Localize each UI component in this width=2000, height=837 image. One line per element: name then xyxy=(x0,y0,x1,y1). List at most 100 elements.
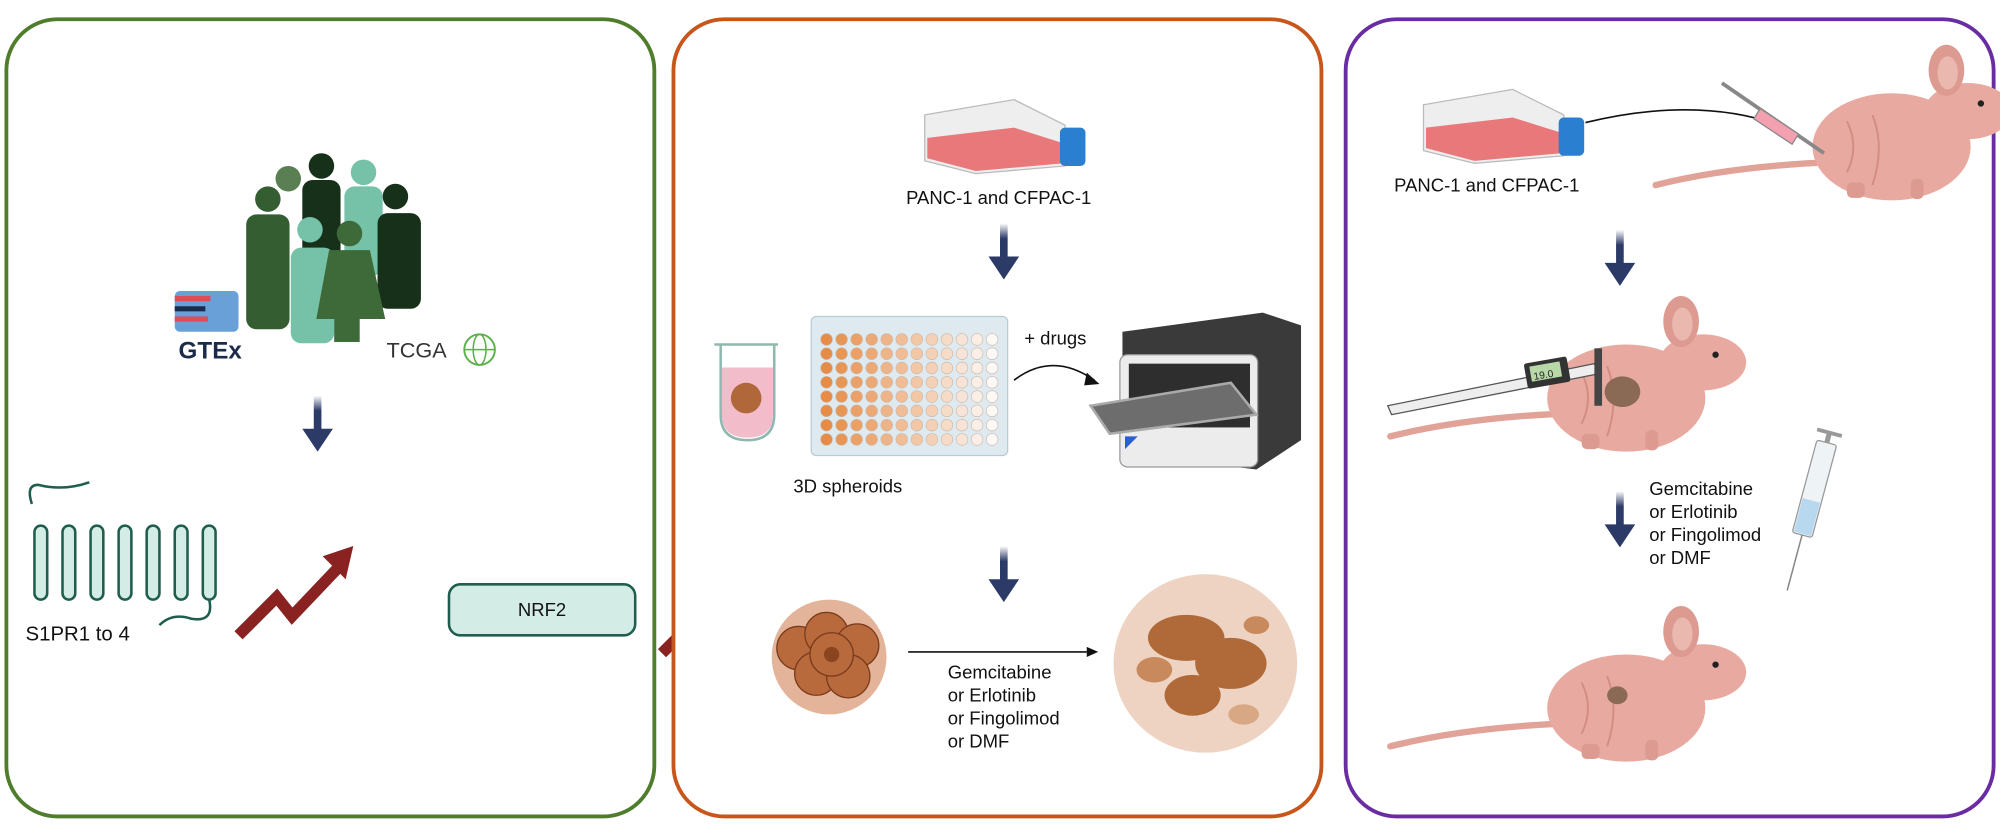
nrf2-label: NRF2 xyxy=(518,599,566,620)
plate-well xyxy=(955,418,969,432)
plate-well xyxy=(850,433,863,446)
treatment-item: Gemcitabine xyxy=(948,662,1052,683)
plate-well xyxy=(865,404,878,418)
plate-well xyxy=(820,333,833,346)
plate-well xyxy=(970,333,984,346)
treatment-list: Gemcitabine or Erlotinib or Fingolimod o… xyxy=(948,662,1065,752)
cell-lines-label: PANC-1 and CFPAC-1 xyxy=(1394,174,1579,195)
plate-well xyxy=(925,404,939,418)
plate-well xyxy=(850,347,863,360)
syringe-icon xyxy=(1720,81,1826,155)
caliper-reading: 19.0 xyxy=(1533,369,1555,383)
spheroid-tube-icon xyxy=(714,343,779,442)
gtex-logo: GTEx xyxy=(174,290,243,365)
spheroid-icon xyxy=(771,599,887,715)
tumor-icon xyxy=(1604,376,1641,408)
gpcr-receptor-icon xyxy=(28,481,217,627)
treatment-item: or Erlotinib xyxy=(1649,501,1737,522)
plate-well xyxy=(850,418,863,432)
plate-well xyxy=(910,390,924,403)
plate-well xyxy=(835,376,848,389)
spheroids-label: 3D spheroids xyxy=(793,475,902,496)
treatment-item: or Erlotinib xyxy=(948,685,1036,706)
treatment-item: or Fingolimod xyxy=(948,708,1060,729)
plate-well xyxy=(835,333,848,346)
plate-well xyxy=(865,333,878,346)
plate-well xyxy=(865,361,878,375)
plate-well xyxy=(985,390,999,403)
plate-well xyxy=(925,390,939,403)
curved-arrow-icon xyxy=(1013,364,1095,381)
plate-well xyxy=(820,433,833,446)
plate-well xyxy=(925,376,939,389)
plate-well xyxy=(835,361,848,375)
plate-well xyxy=(910,361,924,375)
gtex-text: GTEx xyxy=(179,338,243,365)
plate-well xyxy=(955,390,969,403)
treatment-item: or Fingolimod xyxy=(1649,524,1761,545)
plate-well xyxy=(895,390,908,403)
treatment-item: Gemcitabine xyxy=(1649,478,1753,499)
plate-well xyxy=(985,433,999,446)
plate-well xyxy=(985,361,999,375)
plate-well xyxy=(835,347,848,360)
tcga-logo: TCGA xyxy=(386,333,496,366)
plate-well xyxy=(925,418,939,432)
plate-well xyxy=(955,347,969,360)
plate-well xyxy=(925,433,939,446)
plate-well xyxy=(895,361,908,375)
plate-well xyxy=(835,418,848,432)
syringe-icon xyxy=(1786,427,1843,591)
plate-well xyxy=(955,361,969,375)
plate-well xyxy=(940,418,954,432)
plate-well xyxy=(880,333,893,346)
treatment-item: or DMF xyxy=(1649,547,1711,568)
plate-well xyxy=(955,376,969,389)
nrf2-box: NRF2 xyxy=(447,583,637,637)
plate-well xyxy=(820,376,833,389)
plate-well xyxy=(835,390,848,403)
plate-well xyxy=(850,333,863,346)
96-well-plate-icon xyxy=(810,315,1009,457)
plate-well xyxy=(880,376,893,389)
plate-well xyxy=(955,333,969,346)
plate-well xyxy=(925,347,939,360)
treatment-item: or DMF xyxy=(948,731,1010,752)
plate-well xyxy=(955,433,969,446)
plate-well xyxy=(820,361,833,375)
plate-well xyxy=(895,376,908,389)
plate-well xyxy=(985,376,999,389)
plate-well xyxy=(910,433,924,446)
plate-well xyxy=(850,404,863,418)
plate-well xyxy=(865,376,878,389)
plate-well xyxy=(970,347,984,360)
plate-well xyxy=(865,418,878,432)
plate-well xyxy=(820,390,833,403)
plate-well xyxy=(985,333,999,346)
plate-well xyxy=(880,361,893,375)
plate-well xyxy=(895,433,908,446)
plate-well xyxy=(940,347,954,360)
plate-well xyxy=(850,390,863,403)
plate-well xyxy=(820,347,833,360)
plate-well xyxy=(970,376,984,389)
plate-well xyxy=(970,433,984,446)
plate-well xyxy=(880,404,893,418)
plate-well xyxy=(940,333,954,346)
plate-well xyxy=(895,347,908,360)
plate-well xyxy=(955,404,969,418)
plate-well xyxy=(865,390,878,403)
plate-well xyxy=(820,404,833,418)
plate-reader-icon xyxy=(1088,312,1302,470)
panel-data-analysis: GTEx TCGA S1PR1 to 4 NRF2 xyxy=(4,17,776,819)
plate-well xyxy=(925,361,939,375)
cell-lines-label: PANC-1 and CFPAC-1 xyxy=(906,187,1091,208)
plate-well xyxy=(970,390,984,403)
plate-well xyxy=(985,347,999,360)
plate-well xyxy=(895,333,908,346)
panel-in-vitro: PANC-1 and CFPAC-1 + drugs 3D spheroids xyxy=(671,17,1324,819)
plate-well xyxy=(835,433,848,446)
panel-border xyxy=(4,17,657,819)
plate-well xyxy=(940,404,954,418)
